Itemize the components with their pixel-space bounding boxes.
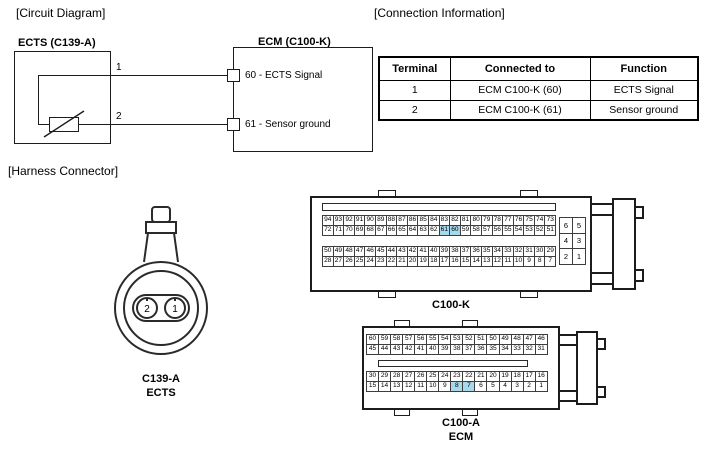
section-label-connection-information: [Connection Information] — [374, 6, 505, 20]
cell-connected-to: ECM C100-K (60) — [449, 79, 591, 101]
table-row: 2 ECM C100-K (61) Sensor ground — [378, 99, 699, 121]
table-row: 1 ECM C100-K (60) ECTS Signal — [378, 79, 699, 101]
c100a-bracket-top-arm — [558, 334, 578, 346]
ecm-box — [233, 47, 373, 152]
c139a-outer-ring — [114, 261, 208, 355]
table-header-row: Terminal Connected to Function — [378, 56, 699, 81]
c139a-terminal-2-number: 2 — [144, 304, 150, 315]
pin-2: 2 — [559, 248, 573, 266]
c100k-name: C100-K — [432, 299, 470, 311]
cell-terminal: 1 — [378, 79, 451, 101]
wire-1 — [38, 75, 228, 77]
ects-connector-title: ECTS (C139-A) — [18, 37, 96, 49]
wire-2 — [79, 124, 228, 126]
thermistor-diagonal-line — [43, 110, 85, 138]
pin-4: 4 — [559, 232, 573, 250]
c139a-terminal-1-number: 1 — [172, 304, 178, 315]
cell-function: ECTS Signal — [589, 79, 699, 101]
c139a-latch-tip — [151, 206, 171, 223]
c139a-connector-drawing: 2 1 — [114, 206, 208, 355]
cell-function: Sensor ground — [589, 99, 699, 121]
ecm-terminal-60-box — [227, 69, 240, 82]
c100a-subtitle: ECM — [448, 431, 474, 443]
pin-6: 6 — [559, 217, 573, 234]
pin-1: 1 — [572, 248, 586, 266]
c100a-key-slot — [378, 360, 528, 367]
section-label-harness-connector: [Harness Connector] — [8, 164, 119, 178]
col-header-terminal: Terminal — [378, 56, 451, 81]
ecm-terminal-60-label: 60 - ECTS Signal — [245, 70, 323, 81]
c100k-bracket-bottom-arm — [590, 272, 614, 285]
pin-51: 51 — [544, 225, 557, 236]
ecm-terminal-61-label: 61 - Sensor ground — [245, 119, 331, 130]
c100k-bracket-top-arm — [590, 203, 614, 216]
c139a-latch-base — [145, 221, 177, 234]
col-header-function: Function — [589, 56, 699, 81]
c139a-inner-ring — [123, 270, 199, 346]
c139a-terminal-housing — [132, 294, 190, 322]
cell-connected-to: ECM C100-K (61) — [449, 99, 591, 121]
ecm-terminal-61-box — [227, 118, 240, 131]
c100k-bracket-plate — [612, 198, 636, 290]
ecm-connector-title: ECM (C100-K) — [258, 36, 331, 48]
c100k-connector-body — [310, 196, 592, 292]
c100a-bracket-bottom-arm — [558, 390, 578, 402]
ects-box — [14, 51, 111, 144]
c139a-latch-side-right — [173, 232, 179, 263]
pin-5: 5 — [572, 217, 586, 234]
c139a-latch-side-left — [143, 232, 149, 263]
section-label-circuit-diagram: [Circuit Diagram] — [16, 6, 106, 20]
connection-info-table: Terminal Connected to Function 1 ECM C10… — [378, 56, 699, 121]
cell-terminal: 2 — [378, 99, 451, 121]
wire-2-number: 2 — [116, 111, 122, 122]
pin-31: 31 — [534, 344, 548, 355]
pin-1: 1 — [534, 381, 548, 392]
pin-7: 7 — [544, 256, 557, 267]
pin-3: 3 — [572, 232, 586, 250]
c100a-bracket-plate — [576, 331, 598, 405]
wire-1-number: 1 — [116, 62, 122, 73]
c100a-name: C100-A — [442, 417, 480, 429]
c139a-subtitle: ECTS — [146, 387, 176, 399]
wire-2-stub — [38, 124, 49, 126]
c139a-name: C139-A — [142, 373, 180, 385]
col-header-connected-to: Connected to — [449, 56, 591, 81]
c100k-key-slot — [322, 203, 556, 211]
ects-internal-wire — [38, 75, 40, 125]
